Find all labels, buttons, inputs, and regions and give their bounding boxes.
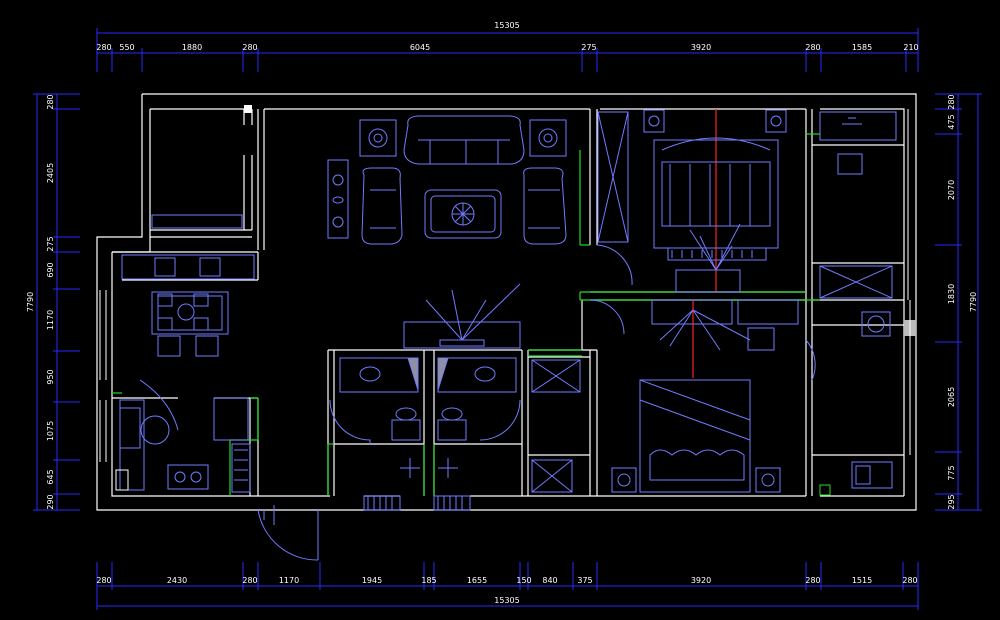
left-dim-label: 1075 (46, 421, 55, 441)
chair-icon (157, 335, 181, 357)
top-dim-label: 3920 (691, 43, 711, 52)
door-swing-icon (257, 509, 319, 561)
left-dim-label: 1170 (46, 310, 55, 330)
right-dimension-labels: 280 475 2070 1830 2065 775 295 (947, 94, 956, 509)
top-dim-label: 280 (96, 43, 111, 52)
bottom-dimension-labels: 280 2430 280 1170 1945 185 1655 150 840 … (96, 576, 917, 585)
wardrobe-icon (597, 111, 629, 243)
right-dim-label: 2065 (947, 387, 956, 407)
green-partitions (112, 133, 820, 496)
windows (99, 109, 911, 462)
top-dim-label: 275 (581, 43, 596, 52)
chair-icon (837, 153, 863, 175)
stove-icon (167, 464, 209, 490)
doors (139, 244, 816, 561)
top-dim-label: 1585 (852, 43, 872, 52)
bottom-total-dimension: 15305 (494, 596, 519, 605)
red-axis-lines (692, 109, 717, 378)
top-dim-label: 6045 (410, 43, 430, 52)
right-dim-label: 280 (947, 94, 956, 109)
shower-icon (438, 458, 458, 478)
top-dim-label: 280 (242, 43, 257, 52)
desk-icon (819, 111, 897, 141)
walls (96, 93, 917, 511)
bottom-dim-label: 280 (805, 576, 820, 585)
bottom-dim-label: 3920 (691, 576, 711, 585)
top-total-dimension: 15305 (494, 21, 519, 30)
right-total-dimension: 7790 (969, 292, 978, 312)
left-total-dimension: 7790 (26, 292, 35, 312)
wall-column (244, 105, 252, 113)
bottom-dim-label: 280 (96, 576, 111, 585)
top-dimension-chain (96, 28, 919, 72)
door-swing-icon (589, 299, 625, 335)
top-dim-label: 1880 (182, 43, 202, 52)
left-dim-label: 290 (46, 494, 55, 509)
right-dim-label: 475 (947, 114, 956, 129)
chair-icon (195, 335, 219, 357)
left-dimension-chain (33, 93, 80, 511)
right-dim-label: 2070 (947, 180, 956, 200)
armchair-icon (361, 167, 403, 245)
bottom-dim-label: 1170 (279, 576, 299, 585)
door-swing-icon (596, 244, 633, 286)
bottom-dim-label: 1945 (362, 576, 382, 585)
vanity-icon (437, 357, 517, 393)
bottom-dim-label: 280 (242, 576, 257, 585)
bottom-dim-label: 375 (577, 576, 592, 585)
left-dim-label: 275 (46, 236, 55, 251)
tv-unit-icon (403, 321, 521, 349)
toilet-icon (437, 419, 467, 441)
bottom-dim-label: 2430 (167, 576, 187, 585)
bottom-dim-label: 280 (902, 576, 917, 585)
top-dim-label: 550 (119, 43, 134, 52)
bottom-dim-label: 185 (421, 576, 436, 585)
desk-icon (651, 299, 733, 325)
bottom-dim-label: 150 (516, 576, 531, 585)
left-dim-label: 280 (46, 94, 55, 109)
door-swing-icon (805, 339, 816, 381)
furniture (115, 109, 897, 496)
bottom-dim-label: 1515 (852, 576, 872, 585)
left-dim-label: 2405 (46, 163, 55, 183)
left-dim-label: 645 (46, 469, 55, 484)
side-table-icon (529, 119, 567, 157)
top-dim-label: 210 (903, 43, 918, 52)
side-table-icon (359, 119, 397, 157)
vanity-icon (339, 357, 419, 393)
desk-icon (737, 299, 799, 325)
bottom-dim-label: 1655 (467, 576, 487, 585)
right-dim-label: 295 (947, 494, 956, 509)
kitchen-counter-icon (121, 254, 255, 280)
bottom-dim-label: 840 (542, 576, 557, 585)
top-dimension-labels: 280 550 1880 280 6045 275 3920 280 1585 … (96, 43, 918, 52)
tv-console-icon (327, 159, 349, 239)
door-swing-icon (479, 399, 521, 441)
shower-icon (400, 458, 420, 478)
dining-table-icon (151, 291, 229, 335)
right-dim-label: 1830 (947, 284, 956, 304)
toilet-icon (391, 419, 421, 441)
washing-machine-icon (861, 311, 891, 337)
door-swing-icon (329, 399, 371, 444)
left-dim-label: 950 (46, 369, 55, 384)
left-dim-label: 690 (46, 262, 55, 277)
right-dim-label: 775 (947, 465, 956, 480)
right-dimension-chain (935, 93, 982, 511)
left-dimension-labels: 280 2405 275 690 1170 950 1075 645 290 (46, 94, 55, 509)
coffee-table-icon (424, 189, 502, 239)
top-dim-label: 280 (805, 43, 820, 52)
bed-icon (639, 379, 751, 493)
sofa-icon (403, 115, 525, 165)
armchair-icon (523, 167, 567, 245)
bottom-dimension-chain (96, 562, 919, 610)
